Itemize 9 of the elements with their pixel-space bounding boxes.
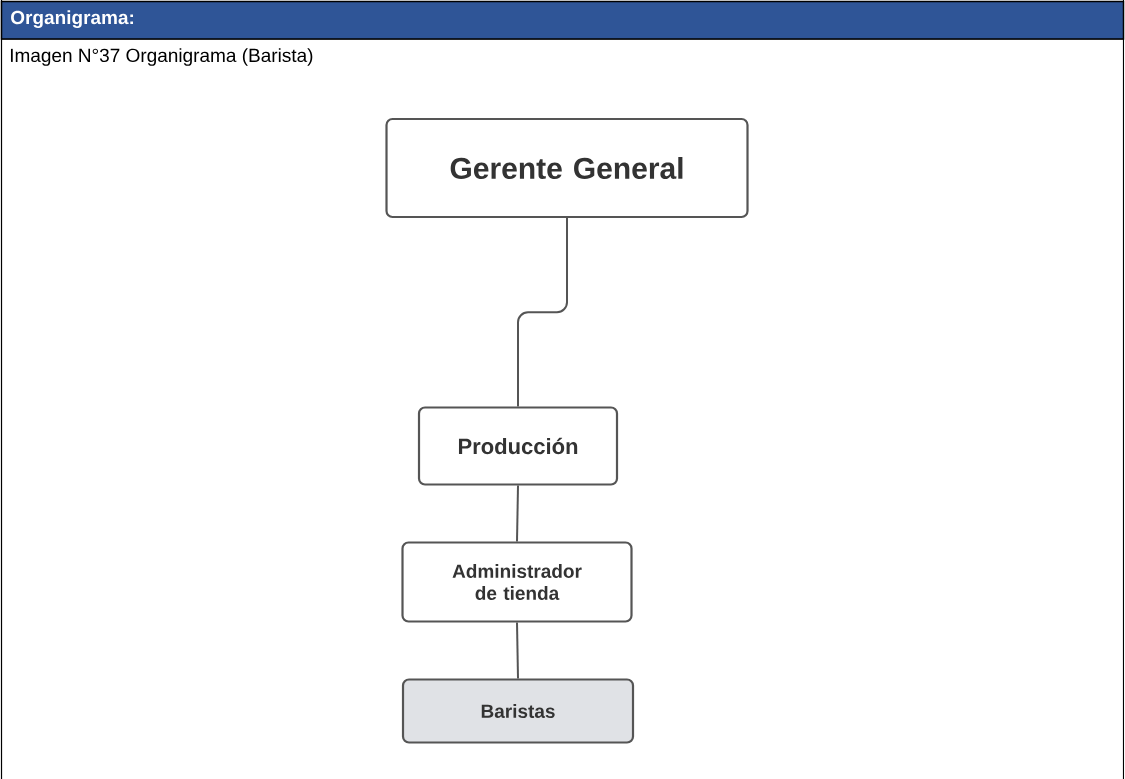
role-box: Baristas (401, 678, 635, 744)
connector-line (517, 217, 568, 408)
role-box: Administrador de tienda (401, 541, 633, 623)
connector-line (516, 621, 519, 680)
caption: Imagen N°37 Organigrama (Barista) (10, 48, 313, 66)
connector-line (516, 484, 519, 543)
header-bar: Organigrama: (0, 0, 1125, 40)
role-box: Producción (417, 406, 619, 486)
role-box: Gerente General (385, 117, 749, 219)
